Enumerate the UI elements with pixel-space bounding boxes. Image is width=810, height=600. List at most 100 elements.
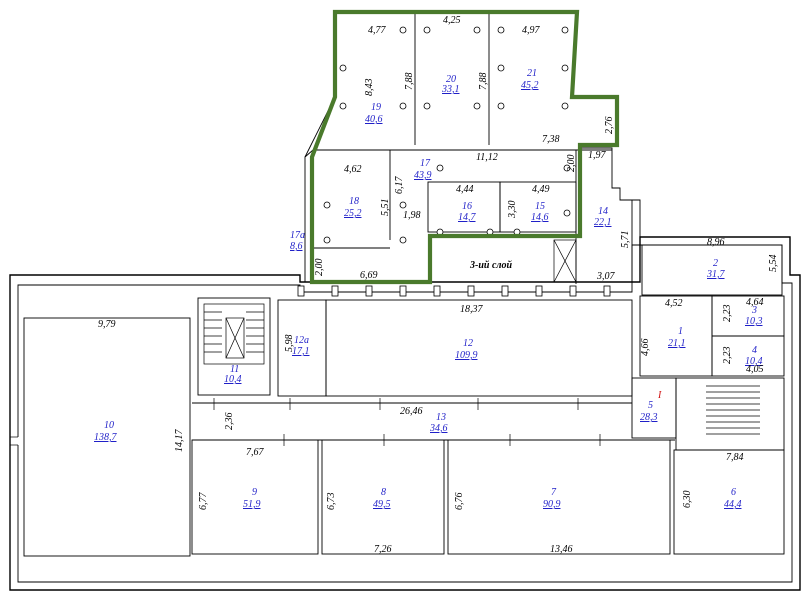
dim-label: 8,43: [364, 79, 375, 97]
dim-label: 4,44: [456, 184, 474, 195]
room-8-area: 49,5: [373, 499, 391, 510]
dim-label: 2,23: [722, 347, 733, 365]
dim-label: 6,77: [198, 492, 209, 511]
dim-label: 8,96: [707, 237, 725, 248]
room-18-number: 18: [349, 196, 359, 207]
layer-label: 3-ий слой: [469, 260, 513, 271]
staircase-left: [203, 303, 265, 365]
annex-partitions: [313, 12, 612, 249]
room-16-area: 14,7: [458, 212, 477, 223]
room-19-area: 40,6: [365, 114, 383, 125]
dim-label: 2,76: [604, 117, 615, 135]
dim-label: 3,07: [596, 271, 616, 282]
room-10-area: 138,7: [94, 432, 118, 443]
dim-label: 7,88: [404, 73, 415, 91]
dim-label: 4,64: [746, 297, 764, 308]
dim-label: 5,71: [620, 231, 631, 249]
room-14-number: 14: [598, 206, 608, 217]
room-9-number: 9: [252, 487, 257, 498]
marker-label: I: [657, 390, 662, 401]
door-ticks: [213, 398, 601, 446]
dim-label: 6,69: [360, 270, 378, 281]
dim-label: 9,79: [98, 319, 116, 330]
room-2-area: 31,7: [706, 269, 726, 280]
dim-label: 2,00: [314, 259, 325, 277]
room-5-number: 5: [648, 400, 653, 411]
room-5-area: 28,3: [640, 412, 658, 423]
dim-label: 4,52: [665, 298, 683, 309]
room-20-number: 20: [446, 74, 456, 85]
room-3-area: 10,3: [745, 316, 763, 327]
dim-label: 6,30: [682, 491, 693, 509]
highlighted-area-outline: [309, 9, 620, 285]
room-15-number: 15: [535, 201, 545, 212]
room-17-area: 43,9: [414, 170, 432, 181]
dim-label: 2,36: [224, 413, 235, 431]
dim-label: 26,46: [400, 406, 423, 417]
dim-label: 13,46: [550, 544, 573, 555]
room-4-number: 4: [752, 345, 757, 356]
room-2-number: 2: [713, 258, 718, 269]
room-12a-number: 12а: [294, 335, 309, 346]
dim-label: 4,97: [522, 25, 541, 36]
dim-label: 6,73: [326, 493, 337, 511]
room-16-number: 16: [462, 201, 472, 212]
room-3-number: 3: [751, 305, 757, 316]
room-7-number: 7: [551, 487, 557, 498]
room-17a-area: 8,6: [290, 241, 303, 252]
room-7-area: 90,9: [543, 499, 561, 510]
dim-label: 7,84: [726, 452, 744, 463]
dim-label: 1,98: [403, 210, 421, 221]
room-labels: 19 40,6 20 33,1 21 45,2 17 43,9 18 25,2 …: [94, 68, 763, 510]
room-11-area: 10,4: [224, 374, 242, 385]
elevator-shaft: [553, 239, 577, 283]
room-12-number: 12: [463, 338, 473, 349]
windows: [297, 285, 611, 297]
room-4-area: 10,4: [745, 356, 763, 367]
room-6-number: 6: [731, 487, 736, 498]
dim-label: 4,25: [443, 15, 461, 26]
room-14-area: 22,1: [594, 217, 612, 228]
staircase-right: [706, 385, 760, 435]
building-outline: [9, 96, 801, 591]
room-17-number: 17: [420, 158, 431, 169]
room-17a-number: 17а: [290, 230, 305, 241]
room-10-number: 10: [104, 420, 114, 431]
dim-label: 4,77: [368, 25, 387, 36]
room-11-number: 11: [230, 364, 239, 375]
room-9-area: 51,9: [243, 499, 261, 510]
room-19-number: 19: [371, 102, 381, 113]
dim-label: 3,30: [507, 201, 518, 220]
dim-label: 4,62: [344, 164, 362, 175]
dim-label: 7,38: [542, 134, 560, 145]
dim-label: 4,05: [746, 364, 764, 375]
columns: [323, 26, 571, 244]
dim-label: 6,17: [394, 176, 405, 195]
dim-label: 7,88: [478, 73, 489, 91]
room-12a-area: 17,1: [292, 346, 310, 357]
dim-label: 11,12: [476, 152, 498, 163]
dim-label: 7,67: [246, 447, 265, 458]
room-21-area: 45,2: [521, 80, 539, 91]
dim-label: 1,97: [588, 150, 607, 161]
room-6-area: 44,4: [724, 499, 742, 510]
partitions: [23, 239, 785, 557]
dim-label: 14,17: [174, 429, 185, 453]
room-1-area: 21,1: [668, 338, 686, 349]
room-21-number: 21: [527, 68, 537, 79]
room-1-number: 1: [678, 326, 683, 337]
room-13-number: 13: [436, 412, 446, 423]
room-13-area: 34,6: [429, 423, 448, 434]
dimension-labels: 4,77 4,25 4,97 8,43 7,88 7,88 7,38 2,76 …: [98, 15, 779, 555]
room-18-area: 25,2: [344, 208, 362, 219]
dim-label: 5,54: [768, 255, 779, 273]
dim-label: 2,23: [722, 305, 733, 323]
room-12-area: 109,9: [455, 350, 478, 361]
dim-label: 5,98: [284, 335, 295, 353]
dim-label: 2,00: [566, 155, 577, 173]
dim-label: 7,26: [374, 544, 392, 555]
dim-label: 4,49: [532, 184, 550, 195]
dim-label: 6,76: [454, 493, 465, 511]
dim-label: 18,37: [460, 304, 484, 315]
